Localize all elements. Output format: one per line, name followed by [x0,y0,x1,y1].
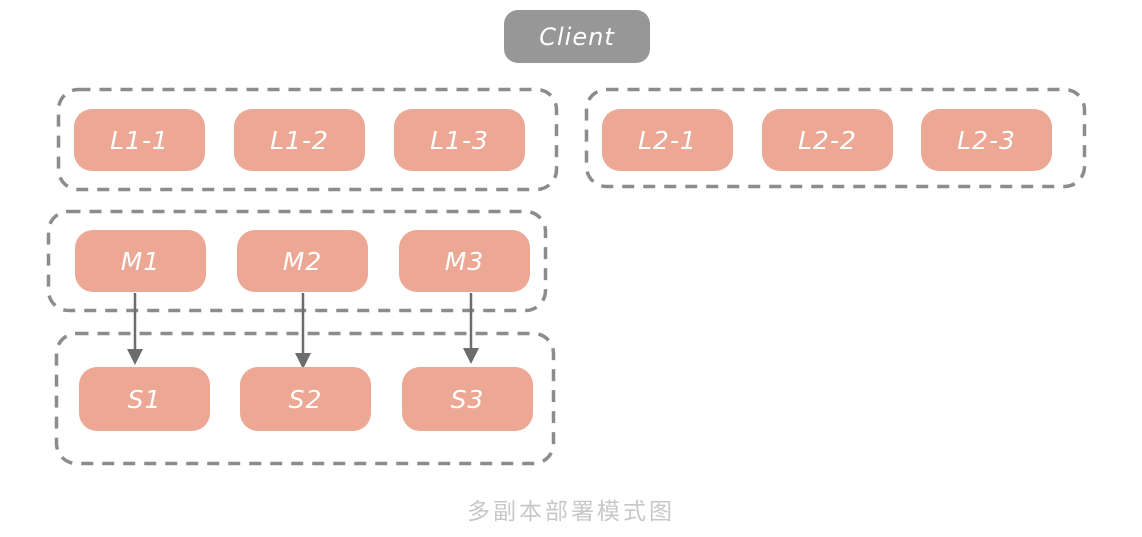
node-l1-1: L1-1 [74,109,205,171]
diagram-caption: 多副本部署模式图 [467,499,675,525]
arrowhead-icon [127,349,143,365]
node-s2: S2 [240,367,371,431]
arrow-m3-s3 [463,293,479,364]
node-m3: M3 [399,230,530,292]
group-l1-border [56,87,559,192]
arrowhead-icon [295,353,311,369]
node-l2-1: L2-1 [602,109,733,171]
arrow-m2-s2 [295,293,311,369]
node-m1: M1 [75,230,206,292]
node-l1-3: L1-3 [394,109,525,171]
node-m2: M2 [237,230,368,292]
node-l2-3: L2-3 [921,109,1052,171]
node-s3: S3 [402,367,533,431]
arrow-m1-s1 [127,293,143,365]
node-s1: S1 [79,367,210,431]
arrowhead-icon [463,348,479,364]
node-l1-2: L1-2 [234,109,365,171]
group-l2-border [584,87,1087,189]
group-m-border [46,209,548,313]
client-node: Client [504,10,650,63]
node-l2-2: L2-2 [762,109,893,171]
group-s-border [54,331,556,466]
